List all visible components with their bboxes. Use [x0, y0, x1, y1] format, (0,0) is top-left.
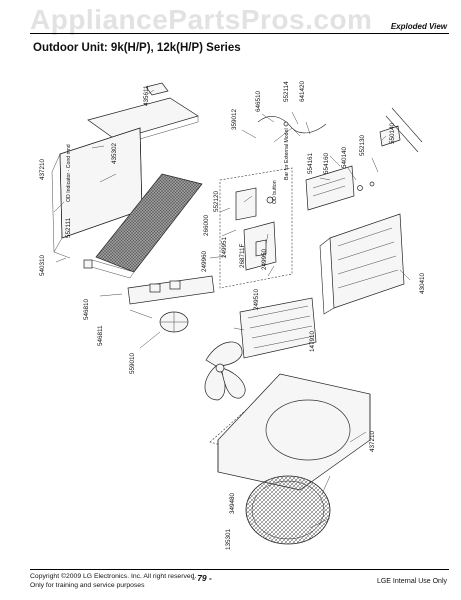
- leader-lines: [53, 89, 411, 529]
- base-pan: [319, 213, 405, 315]
- motor-mount: [127, 275, 215, 305]
- part-label: 559010: [129, 352, 136, 374]
- part-label: 554161: [307, 152, 314, 174]
- part-label: 359012: [231, 108, 238, 130]
- copyright-notice: Copyright ©2009 LG Electronics. Inc. All…: [30, 573, 196, 590]
- fan-motor: [159, 311, 189, 333]
- watermark-text: AppliancePartsPros.com: [30, 4, 373, 35]
- part-label: 554160: [323, 152, 330, 174]
- part-label: 249510: [253, 288, 260, 310]
- part-label: 437210: [369, 430, 376, 452]
- copyright-line: Copyright ©2009 LG Electronics. Inc. All…: [30, 573, 197, 580]
- page-title: Outdoor Unit: 9k(H/P), 12k(H/P) Series: [33, 42, 241, 54]
- part-label: 249950: [261, 248, 268, 270]
- internal-use-label: LGE Internal Use Only: [376, 578, 447, 585]
- training-line: Only for training and service purposes: [30, 581, 145, 589]
- part-label: 646510: [255, 90, 262, 112]
- page-number: - 79 -: [192, 573, 212, 583]
- section-label: Exploded View: [390, 22, 447, 31]
- part-label: 540310: [39, 254, 46, 276]
- part-label: 546810: [83, 298, 90, 320]
- valve-assembly: [305, 107, 423, 211]
- part-label: 641420: [299, 80, 306, 102]
- part-label: 349480: [229, 492, 236, 514]
- part-labels: 435611 435302 437210 552111 646510 55211…: [39, 80, 426, 550]
- note-external-model: Bar for External Model: [284, 128, 290, 180]
- condenser-coil: [83, 173, 203, 279]
- propeller-fan: [204, 341, 246, 401]
- part-label: 550140: [389, 122, 396, 144]
- part-label: 266000: [203, 214, 210, 236]
- part-label: 437210: [39, 158, 46, 180]
- header-divider: [30, 33, 449, 34]
- part-label: 435611: [143, 85, 150, 106]
- part-label: 552111: [65, 217, 72, 238]
- barrier-panel: [239, 297, 317, 359]
- note-od-button: OD button: [272, 180, 278, 204]
- part-label: 546811: [97, 325, 104, 346]
- exploded-view-diagram: 435611 435302 437210 552111 646510 55211…: [39, 80, 426, 550]
- footer-divider: [30, 569, 449, 570]
- front-grill: [245, 475, 331, 545]
- part-label: 147910: [309, 330, 316, 352]
- part-label: 268711F: [239, 243, 246, 268]
- control-box: [219, 167, 293, 289]
- part-label: 249951: [221, 236, 228, 258]
- part-label: 430410: [419, 272, 426, 294]
- front-cabinet: [209, 373, 371, 491]
- side-notes: OD Indicator - Cond mnd OD button Bar fo…: [66, 128, 290, 204]
- part-label: 540140: [341, 146, 348, 168]
- pipe-assembly: [257, 116, 327, 143]
- part-label: 552114: [283, 81, 290, 102]
- part-label: 435302: [111, 142, 118, 164]
- part-label: 552120: [213, 190, 220, 212]
- part-label: 552130: [359, 134, 366, 156]
- note-od-indicator: OD Indicator - Cond mnd: [66, 144, 72, 202]
- part-label: 135301: [225, 528, 232, 550]
- part-label: 249960: [201, 250, 208, 272]
